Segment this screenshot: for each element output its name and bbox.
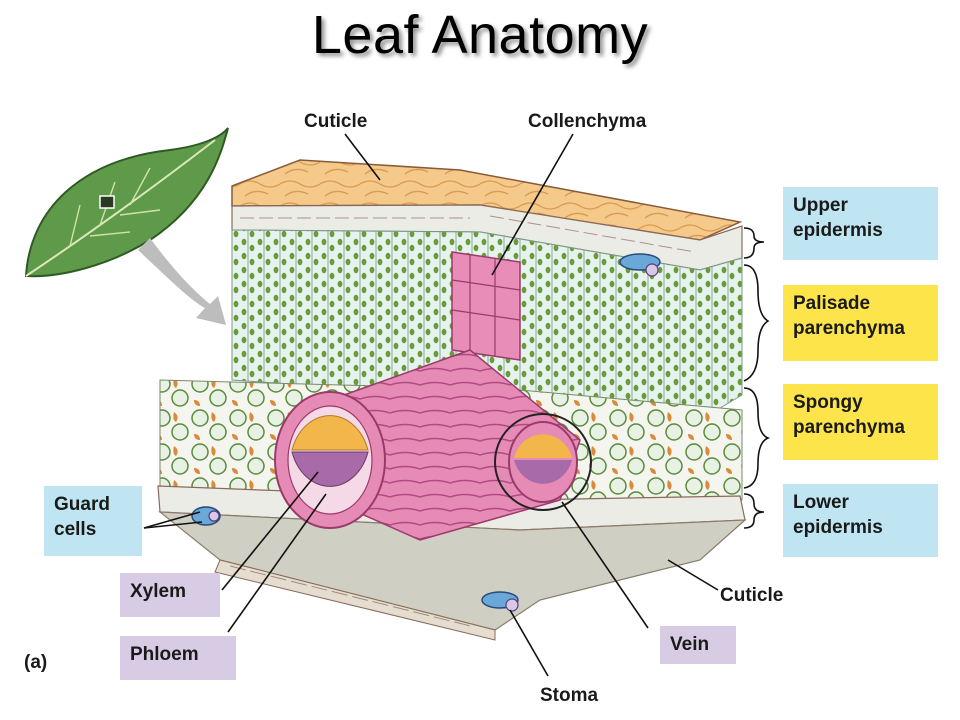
phloem-label: Phloem bbox=[120, 636, 236, 680]
stoma-label: Stoma bbox=[540, 685, 599, 706]
collenchyma-label: Collenchyma bbox=[528, 111, 647, 132]
guard-cells-label: Guard cells bbox=[44, 486, 142, 556]
vein-label: Vein bbox=[660, 626, 736, 664]
cuticle-top-label: Cuticle bbox=[304, 111, 368, 132]
figure-letter: (a) bbox=[24, 652, 48, 673]
cuticle-bottom-label: Cuticle bbox=[720, 585, 784, 606]
xylem-label: Xylem bbox=[120, 573, 220, 617]
palisade-parenchyma-label: Palisade parenchyma bbox=[783, 285, 938, 361]
upper-epidermis-label: Upper epidermis bbox=[783, 187, 938, 260]
lower-epidermis-label: Lower epidermis bbox=[783, 484, 938, 557]
spongy-parenchyma-label: Spongy parenchyma bbox=[783, 384, 938, 460]
leaf-inset bbox=[24, 127, 229, 278]
page-title: Leaf Anatomy bbox=[311, 5, 649, 65]
